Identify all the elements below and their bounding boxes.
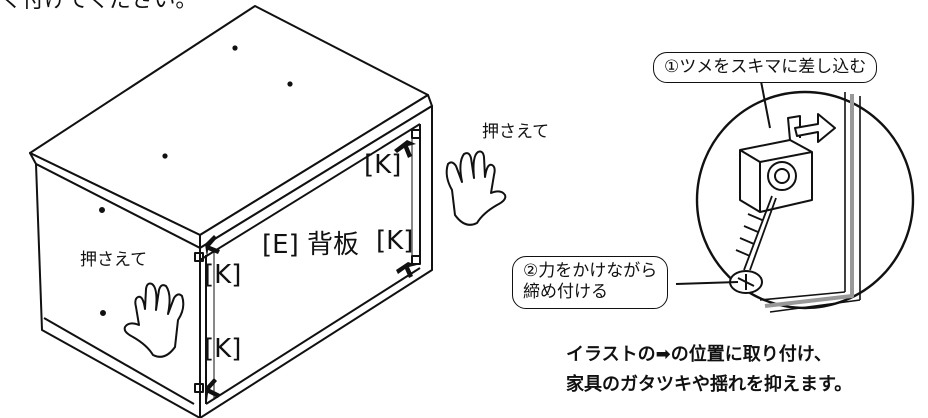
instruction-line1: イラストの➡の位置に取り付け、: [566, 344, 832, 365]
instruction-line2: 家具のガタツキや揺れを抑えます。: [566, 374, 853, 395]
back-panel-e: [199, 105, 433, 418]
k-label-bottom-left: [K]: [204, 334, 242, 364]
callout-step2-line1: ②力をかけながら: [523, 261, 658, 281]
k-label-mid-left: [K]: [204, 260, 242, 290]
screw-icon: [735, 195, 777, 271]
header-text: く付けてください。: [0, 0, 198, 13]
push-label-right: 押さえて: [482, 122, 550, 142]
callout-step2: ②力をかけながら 締め付ける: [512, 256, 669, 309]
k-label-mid-right: [K]: [376, 226, 414, 256]
push-label-left: 押さえて: [80, 250, 148, 270]
callout-step1: ①ツメをスキマに差し込む: [653, 52, 878, 84]
insert-arrow-icon: [794, 113, 836, 143]
k-label-top-right: [K]: [364, 150, 402, 180]
hand-icon-left: [123, 282, 185, 358]
callout-step2-line2: 締め付ける: [523, 282, 608, 303]
hand-icon-right: [445, 150, 507, 226]
e-back-panel-label: [E] 背板: [262, 230, 359, 260]
callout-step1-text: ①ツメをスキマに差し込む: [664, 57, 867, 77]
